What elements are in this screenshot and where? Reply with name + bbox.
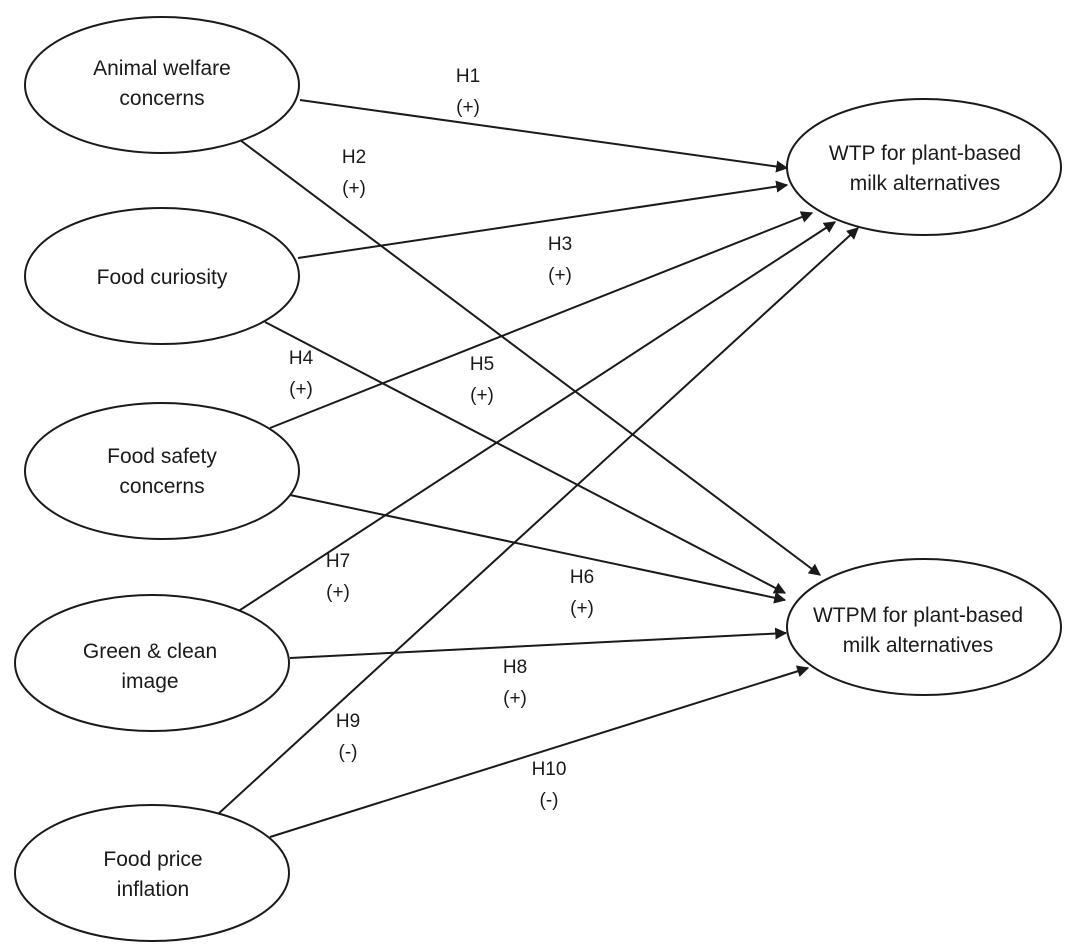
hypothesis-id: H2 — [342, 147, 366, 168]
edge-label-h7: H7 (+) — [326, 551, 350, 603]
edge-h3 — [297, 180, 789, 259]
hypothesis-sign: (+) — [456, 97, 480, 118]
node-label-line: WTPM for plant-based — [813, 604, 1023, 627]
edge-label-h9: H9 (-) — [336, 711, 360, 763]
node-food-price-inflation: Food price inflation — [14, 804, 290, 942]
node-label-line: milk alternatives — [850, 172, 1001, 195]
hypothesis-id: H1 — [456, 66, 480, 87]
hypothesis-id: H8 — [503, 657, 527, 678]
node-label-line: Food curiosity — [97, 266, 228, 289]
node-label-line: Food price — [103, 848, 202, 871]
edge-h9 — [216, 227, 859, 816]
node-label-line: WTP for plant-based — [829, 142, 1021, 165]
node-label-line: Animal welfare — [93, 57, 231, 80]
hypothesis-sign: (+) — [570, 598, 594, 619]
hypothesis-id: H6 — [570, 567, 594, 588]
edge-h4 — [264, 321, 787, 594]
edge-label-h10: H10 (-) — [532, 759, 567, 811]
node-label-line: concerns — [119, 475, 204, 498]
edge-h6 — [289, 494, 787, 604]
edge-label-h6: H6 (+) — [570, 567, 594, 619]
node-label-line: concerns — [119, 87, 204, 110]
hypothesis-sign: (-) — [540, 790, 559, 811]
node-food-curiosity: Food curiosity — [24, 207, 300, 345]
edge-label-h1: H1 (+) — [456, 66, 480, 118]
hypothesis-sign: (+) — [326, 582, 350, 603]
hypothesis-id: H4 — [289, 348, 314, 369]
node-food-safety-concerns: Food safety concerns — [24, 402, 300, 540]
node-wtpm: WTPM for plant-based milk alternatives — [786, 558, 1062, 696]
hypothesis-id: H10 — [532, 759, 567, 780]
hypothesis-sign: (+) — [548, 265, 572, 286]
edge-label-h8: H8 (+) — [503, 657, 527, 709]
hypothesis-sign: (+) — [503, 688, 527, 709]
node-wtp: WTP for plant-based milk alternatives — [786, 98, 1062, 236]
edge-h7 — [236, 221, 837, 613]
hypothesis-sign: (+) — [289, 379, 313, 400]
edge-h8 — [289, 627, 788, 659]
hypothesis-sign: (+) — [470, 385, 494, 406]
node-label-line: milk alternatives — [843, 634, 994, 657]
edge-label-h5: H5 (+) — [470, 354, 494, 406]
edge-h10 — [269, 665, 810, 838]
node-label-line: inflation — [117, 878, 189, 901]
hypothesis-id: H5 — [470, 354, 494, 375]
edge-label-h2: H2 (+) — [342, 147, 366, 199]
node-label-line: Green & clean — [83, 640, 217, 663]
node-label-line: image — [121, 670, 178, 693]
edge-label-h3: H3 (+) — [548, 234, 572, 286]
node-green-clean-image: Green & clean image — [14, 594, 290, 732]
node-label-line: Food safety — [107, 445, 217, 468]
hypothesis-sign: (+) — [342, 178, 366, 199]
edge-h2 — [239, 139, 821, 576]
edge-h1 — [299, 99, 789, 173]
edge-label-h4: H4 (+) — [289, 348, 314, 400]
hypothesis-id: H7 — [326, 551, 350, 572]
edge-h5 — [269, 211, 814, 429]
hypothesis-id: H3 — [548, 234, 572, 255]
node-animal-welfare-concerns: Animal welfare concerns — [24, 16, 300, 154]
hypothesis-sign: (-) — [339, 742, 358, 763]
hypothesis-id: H9 — [336, 711, 360, 732]
